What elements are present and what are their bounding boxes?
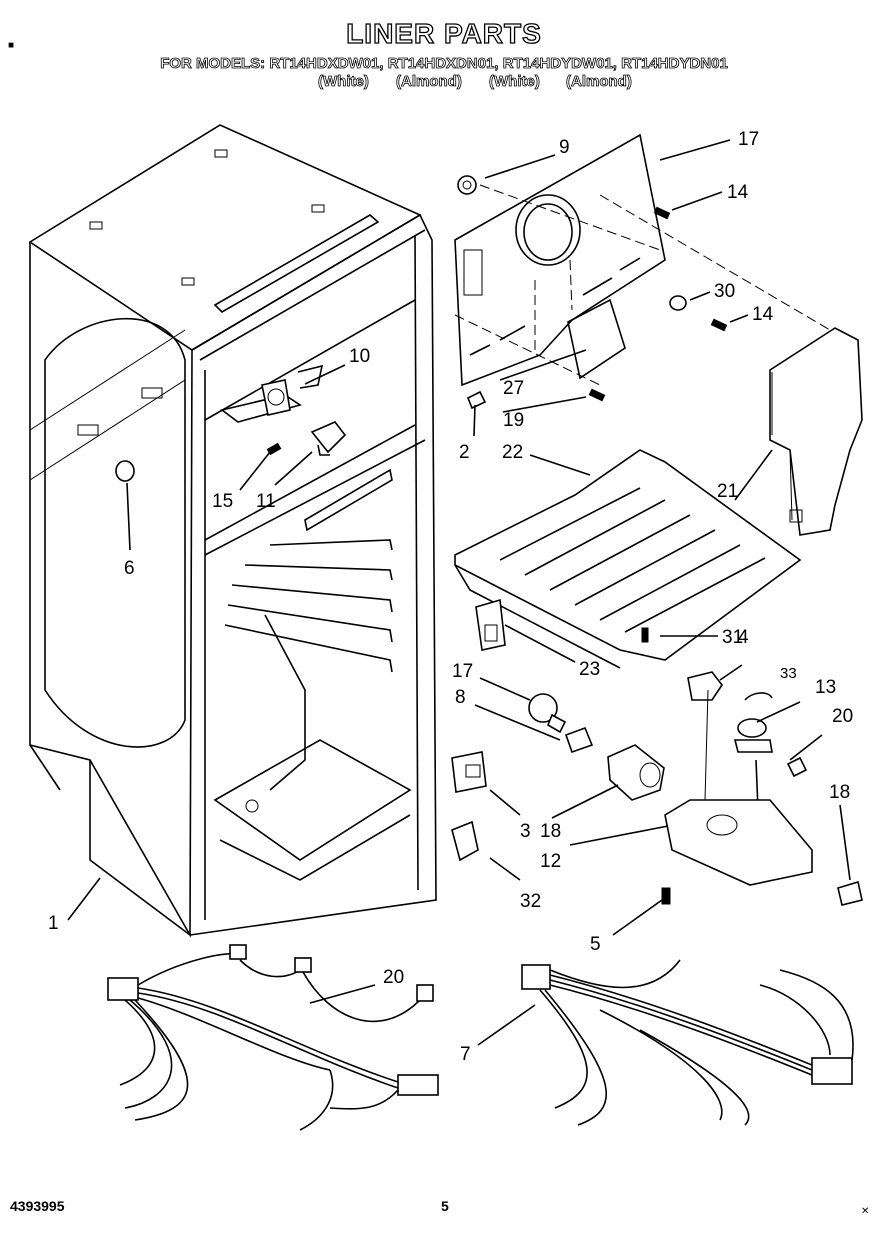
thermostat-13	[733, 718, 773, 861]
page-title: LINER PARTS	[346, 17, 542, 49]
callout-11: 11	[256, 491, 276, 512]
callout-21: 20	[383, 967, 404, 988]
callout-9: 9	[559, 137, 570, 158]
callout-27: 27	[503, 378, 524, 399]
callout-10: 10	[349, 346, 370, 367]
screw-5	[661, 887, 671, 905]
screw-15	[266, 442, 282, 456]
fastener-screws	[466, 206, 728, 410]
callout-14b: 14	[752, 304, 774, 325]
corner-mark: ✕	[861, 1206, 870, 1217]
bracket-26	[475, 598, 506, 651]
leader-lines	[67, 139, 851, 1046]
thermostat-bracket	[220, 364, 324, 423]
color-label-2: (Almond)	[396, 73, 463, 91]
callout-22: 20	[832, 706, 853, 727]
callout-30: 30	[714, 281, 735, 302]
callout-20: 19	[503, 410, 524, 431]
callout-25: 22	[502, 442, 523, 463]
callout-8: 8	[455, 687, 466, 708]
color-label-4: (Almond)	[566, 73, 633, 91]
callout-16: 17	[738, 129, 759, 150]
callout-26: 23	[579, 659, 600, 680]
callout-15: 15	[212, 491, 233, 512]
light-socket-8	[564, 726, 594, 754]
callout-23: 21	[717, 481, 738, 502]
page-number: 5	[441, 1198, 449, 1214]
control-housing-12	[664, 689, 813, 886]
callout-1: 1	[48, 913, 59, 934]
callout-13: 13	[815, 677, 836, 698]
grommet-9	[457, 175, 477, 195]
callout-17: 17	[452, 661, 473, 682]
callout-33: 33	[780, 665, 797, 682]
bracket-32	[451, 820, 479, 862]
rear-air-panel	[454, 133, 831, 387]
callout-18: 18	[540, 821, 561, 842]
bracket-3	[451, 751, 487, 793]
wire-harness-21	[107, 944, 439, 1131]
callout-31: 31	[722, 627, 743, 648]
plug-button	[115, 460, 135, 482]
color-label-3: (White)	[489, 73, 541, 91]
vent-cover	[769, 327, 863, 536]
light-bulb-17	[528, 693, 567, 734]
callout-19: 18	[829, 782, 850, 803]
shelf-support-25	[454, 449, 802, 669]
model-list: FOR MODELS: RT14HDXDW01, RT14HDXDN01, RT…	[160, 55, 728, 73]
callout-2: 2	[459, 442, 470, 463]
callout-32: 32	[520, 891, 541, 912]
callout-6: 6	[124, 558, 135, 579]
liner-cabinet	[28, 124, 437, 938]
callout-4: 4	[738, 627, 749, 648]
callout-numbers: 9 17 14 30 14 10 27 19 2 22 21 15 11 6 3…	[48, 129, 853, 1065]
connector-19	[837, 880, 863, 906]
callout-3: 3	[520, 821, 531, 842]
document-number: 4393995	[10, 1198, 65, 1214]
callout-7: 7	[460, 1044, 471, 1065]
color-label-1: (White)	[318, 73, 370, 91]
screw-31	[641, 627, 649, 643]
clip-22	[786, 756, 808, 778]
wire-harness-7	[521, 959, 854, 1126]
corner-mark: ■	[8, 40, 15, 51]
callout-5: 5	[590, 934, 601, 955]
callout-12: 12	[540, 851, 561, 872]
callout-14a: 14	[727, 182, 749, 203]
knob-4	[687, 671, 723, 701]
clip-33	[744, 692, 773, 701]
light-shield-18	[607, 744, 665, 801]
light-socket-bracket	[310, 421, 347, 456]
